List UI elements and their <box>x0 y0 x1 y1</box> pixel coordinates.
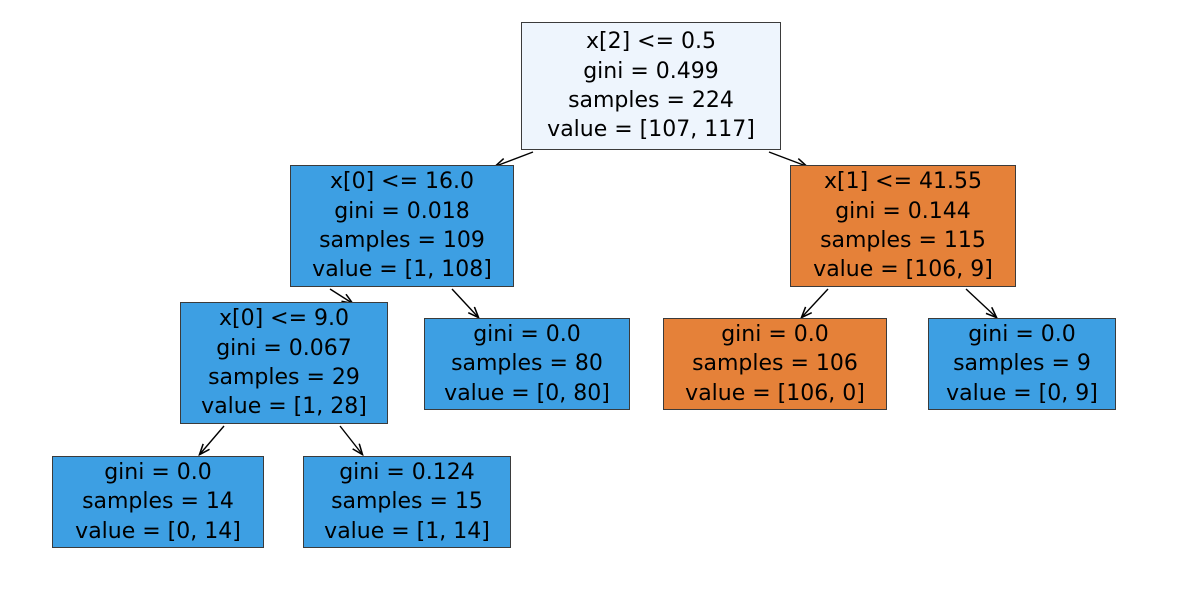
tree-node-n3-internal[interactable]: x[0] <= 9.0 gini = 0.067 samples = 29 value… <box>180 302 388 424</box>
node-samples: samples = 29 <box>208 365 360 390</box>
tree-edge-n3-to-n8 <box>339 425 362 454</box>
node-samples: samples = 115 <box>820 228 986 253</box>
node-gini: gini = 0.0 <box>721 321 829 347</box>
node-samples: samples = 14 <box>82 489 234 515</box>
node-gini: gini = 0.0 <box>968 321 1076 347</box>
node-samples: samples = 224 <box>568 88 734 113</box>
tree-node-n2-internal[interactable]: x[1] <= 41.55 gini = 0.144 samples = 115 va… <box>790 165 1016 287</box>
tree-node-n1-internal[interactable]: x[0] <= 16.0 gini = 0.018 samples = 109 val… <box>290 165 514 287</box>
node-gini: gini = 0.499 <box>583 58 719 84</box>
node-samples: samples = 15 <box>331 489 483 515</box>
node-gini: gini = 0.018 <box>334 198 470 224</box>
node-samples: samples = 9 <box>953 351 1091 377</box>
node-value: value = [1, 28] <box>201 394 367 420</box>
node-condition: x[1] <= 41.55 <box>823 169 983 195</box>
tree-edge-n2-to-n6 <box>965 288 996 317</box>
node-gini: gini = 0.144 <box>835 198 971 224</box>
node-value: value = [107, 117] <box>547 117 755 143</box>
tree-node-n8-leaf[interactable]: gini = 0.124 samples = 15 value = [1, 14] <box>303 456 511 548</box>
tree-node-n5-leaf[interactable]: gini = 0.0 samples = 106 value = [106, 0] <box>663 318 887 410</box>
node-value: value = [0, 14] <box>75 518 241 544</box>
tree-edge-n1-to-n3 <box>329 288 352 303</box>
tree-node-n4-leaf[interactable]: gini = 0.0 samples = 80 value = [0, 80] <box>424 318 630 410</box>
node-condition: x[0] <= 9.0 <box>218 306 350 332</box>
node-value: value = [1, 14] <box>324 518 490 544</box>
node-value: value = [106, 9] <box>813 257 993 283</box>
node-gini: gini = 0.0 <box>104 459 212 485</box>
tree-node-n7-leaf[interactable]: gini = 0.0 samples = 14 value = [0, 14] <box>52 456 264 548</box>
node-samples: samples = 109 <box>319 228 485 253</box>
node-condition: x[2] <= 0.5 <box>585 29 717 55</box>
node-samples: samples = 106 <box>692 351 858 377</box>
node-value: value = [106, 0] <box>685 380 865 406</box>
node-value: value = [0, 9] <box>946 380 1098 406</box>
tree-edge-n0-to-n2 <box>768 151 806 166</box>
node-value: value = [0, 80] <box>444 380 610 406</box>
tree-node-n0-root[interactable]: x[2] <= 0.5 gini = 0.499 samples = 224 valu… <box>521 22 781 150</box>
tree-edge-n2-to-n5 <box>802 288 829 317</box>
tree-edge-n0-to-n1 <box>496 151 534 166</box>
tree-edge-n1-to-n4 <box>451 288 478 317</box>
tree-node-n6-leaf[interactable]: gini = 0.0 samples = 9 value = [0, 9] <box>928 318 1116 410</box>
tree-edge-n3-to-n7 <box>200 425 225 454</box>
node-gini: gini = 0.124 <box>339 459 475 485</box>
node-gini: gini = 0.0 <box>473 321 581 347</box>
node-condition: x[0] <= 16.0 <box>329 169 475 195</box>
node-samples: samples = 80 <box>451 351 603 377</box>
node-value: value = [1, 108] <box>312 257 492 283</box>
node-gini: gini = 0.067 <box>216 335 352 361</box>
